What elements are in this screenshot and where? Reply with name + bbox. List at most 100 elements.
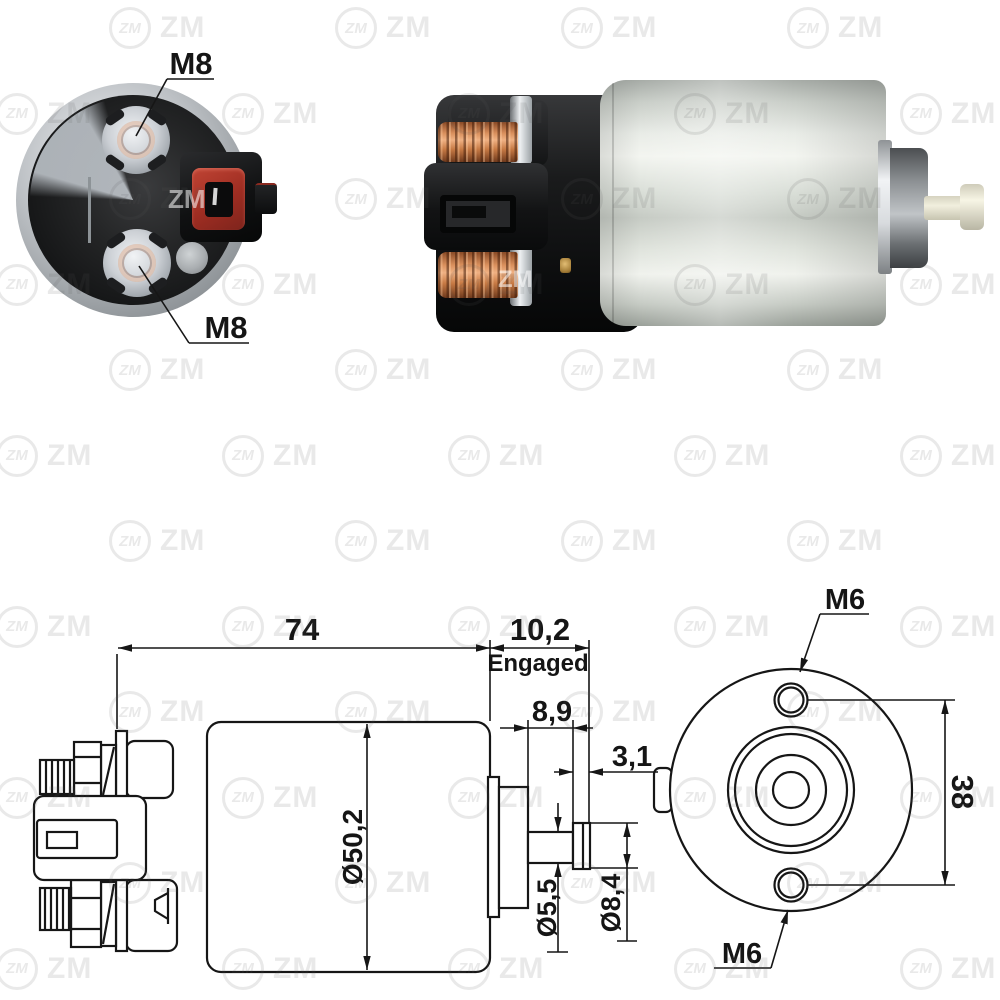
brass-contact-pin <box>560 258 571 273</box>
connector-slot <box>205 182 233 217</box>
watermark-logo-icon: ZM <box>448 947 490 990</box>
dimensions: 74 10,2 Engaged 8,9 3,1 Ø50,2 Ø <box>116 584 980 970</box>
watermark: ZM ZM <box>335 349 431 391</box>
bracket-bottom <box>124 878 179 953</box>
watermark-logo-icon: ZM <box>561 7 603 49</box>
watermark-logo-icon: ZM <box>674 947 716 990</box>
m6-hole-bottom <box>773 867 809 903</box>
plate-edge <box>88 177 91 243</box>
nut-top <box>72 740 103 800</box>
watermark-logo-icon: ZM <box>222 776 264 819</box>
watermark-brand-text: ZM <box>951 609 997 643</box>
thread-bottom <box>38 886 73 932</box>
watermark-logo-icon: ZM <box>335 7 377 49</box>
dim-dia-8-4: Ø8,4 <box>596 874 626 933</box>
m6-label-bottom: M6 <box>722 938 762 970</box>
watermark-logo-icon: ZM <box>561 691 603 733</box>
watermark-brand-text: ZM <box>160 353 206 386</box>
watermark-brand-text: ZM <box>499 951 545 985</box>
connector-latch-tab <box>255 183 277 214</box>
watermark: ZM ZM <box>222 434 319 477</box>
watermark-brand-text: ZM <box>838 866 884 899</box>
watermark-brand-text: ZM <box>499 438 545 472</box>
mount-tab <box>652 766 674 814</box>
front-boss <box>890 148 928 268</box>
watermark-logo-icon: ZM <box>222 947 264 990</box>
watermark-brand-text: ZM <box>612 524 658 557</box>
dim-38: 38 <box>945 775 980 809</box>
watermark-brand-text: ZM <box>612 353 658 386</box>
watermark-brand-text: ZM <box>386 353 432 386</box>
watermark-brand-text: ZM <box>725 780 771 814</box>
watermark-brand-text: ZM <box>47 951 93 985</box>
watermark-logo-icon: ZM <box>0 434 38 477</box>
terminal-boss-top <box>102 106 170 174</box>
watermark-logo-icon: ZM <box>900 434 942 477</box>
watermark-logo-icon: ZM <box>674 605 716 648</box>
watermark-logo-icon: ZM <box>222 434 264 477</box>
watermark: ZM ZM <box>0 434 93 477</box>
watermark-logo-icon: ZM <box>335 349 377 391</box>
m8-label-top: M8 <box>169 46 212 81</box>
bracket-top <box>124 739 175 800</box>
watermark-brand-text: ZM <box>951 438 997 472</box>
watermark-brand-text: ZM <box>273 438 319 472</box>
watermark-logo-icon: ZM <box>109 7 151 49</box>
watermark-brand-text: ZM <box>725 609 771 643</box>
watermark-brand-text: ZM <box>47 438 93 472</box>
watermark-brand-text: ZM <box>612 11 658 44</box>
drawing-side-view <box>32 720 592 974</box>
watermark: ZM ZM <box>787 7 883 49</box>
watermark: ZM ZM <box>448 947 545 990</box>
watermark-brand-text: ZM <box>499 609 545 643</box>
dim-3-1: 3,1 <box>612 741 652 773</box>
plate-top <box>114 729 129 799</box>
watermark-logo-icon: ZM <box>335 691 377 733</box>
watermark-brand-text: ZM <box>725 438 771 472</box>
watermark-brand-text: ZM <box>47 780 93 814</box>
nut-bottom <box>69 878 103 949</box>
watermark-logo-icon: ZM <box>335 178 377 220</box>
body-cylinder <box>205 720 492 974</box>
watermark-logo-icon: ZM <box>561 520 603 562</box>
thread-top <box>38 758 76 796</box>
watermark-logo-icon: ZM <box>109 520 151 562</box>
solenoid-can <box>600 80 886 326</box>
copper-stud-bottom <box>438 252 518 298</box>
front-outline <box>668 667 914 913</box>
watermark: ZM ZM <box>900 605 997 648</box>
watermark-logo-icon: ZM <box>787 7 829 49</box>
watermark-logo-icon: ZM <box>561 349 603 391</box>
watermark-brand-text: ZM <box>612 866 658 899</box>
watermark-brand-text: ZM <box>838 695 884 728</box>
watermark-brand-text: ZM <box>160 695 206 728</box>
plate-bottom <box>114 878 129 953</box>
connector-block <box>32 794 148 882</box>
plunger-head-tip <box>960 184 984 230</box>
photo-side-view <box>415 75 990 340</box>
watermark-brand-text: ZM <box>838 11 884 44</box>
watermark-brand-text: ZM <box>386 866 432 899</box>
plunger-rod <box>526 830 575 865</box>
dim-10-2: 10,2 <box>510 612 570 647</box>
watermark-logo-icon: ZM <box>900 605 942 648</box>
